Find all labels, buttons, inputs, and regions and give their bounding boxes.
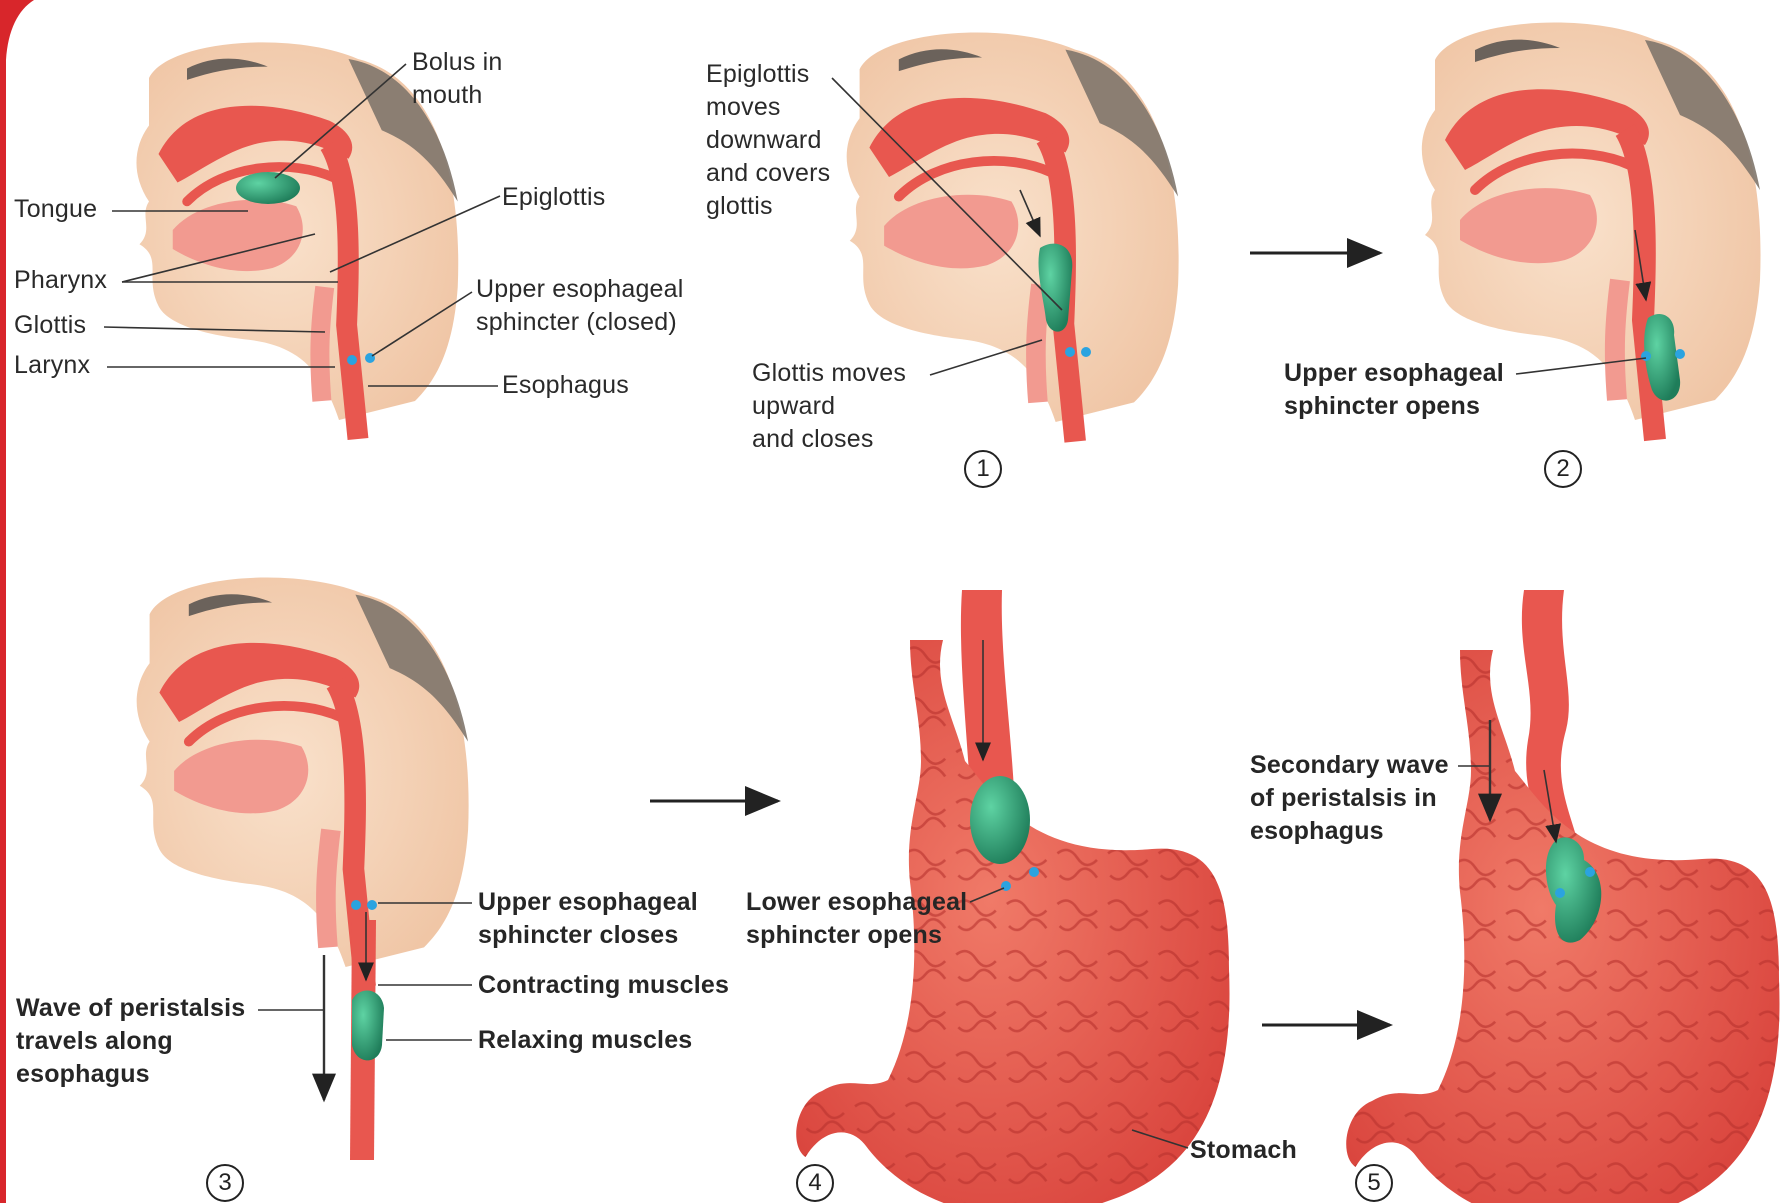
bolus-step4 [970, 776, 1030, 864]
step-number-4: 4 [796, 1164, 834, 1202]
label-epiglottis: Epiglottis [502, 181, 605, 214]
label-larynx: Larynx [14, 349, 90, 382]
label-esophagus: Esophagus [502, 369, 629, 402]
label-stomach: Stomach [1190, 1134, 1297, 1167]
step-number-1: 1 [964, 450, 1002, 488]
label-upper-esophageal-sphincter-opens: Upper esophageal sphincter opens [1284, 357, 1504, 423]
label-lower-esophageal-sphincter-opens: Lower esophageal sphincter opens [746, 886, 967, 952]
bolus-mouth [236, 172, 300, 204]
ues-dot-left [347, 355, 357, 365]
step-number-2: 2 [1544, 450, 1582, 488]
step-number-3: 3 [206, 1164, 244, 1202]
label-upper-esophageal-sphincter-closed: Upper esophageal sphincter (closed) [476, 273, 684, 339]
bolus-step3 [352, 991, 384, 1061]
label-wave-of-peristalsis: Wave of peristalsis travels along esopha… [16, 992, 245, 1091]
label-tongue: Tongue [14, 193, 97, 226]
label-relaxing-muscles: Relaxing muscles [478, 1024, 692, 1057]
label-glottis-moves-upward: Glottis moves upward and closes [752, 357, 906, 456]
label-bolus-in-mouth: Bolus in mouth [412, 46, 503, 112]
label-upper-esophageal-sphincter-closes: Upper esophageal sphincter closes [478, 886, 698, 952]
step-number-5: 5 [1355, 1164, 1393, 1202]
label-contracting-muscles: Contracting muscles [478, 969, 729, 1002]
label-secondary-wave-of-peristalsis: Secondary wave of peristalsis in esophag… [1250, 749, 1449, 848]
label-epiglottis-moves-downward: Epiglottis moves downward and covers glo… [706, 58, 830, 223]
esophagus-step4 [961, 590, 1014, 790]
label-pharynx: Pharynx [14, 264, 107, 297]
panel-step3-art [137, 578, 469, 987]
panel-initial-art [136, 42, 458, 439]
label-glottis: Glottis [14, 309, 86, 342]
